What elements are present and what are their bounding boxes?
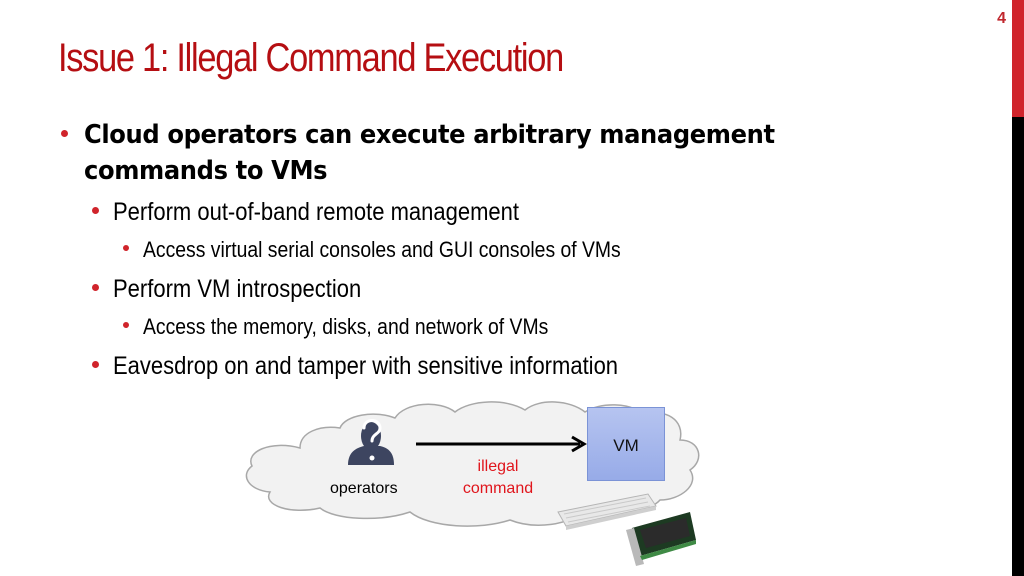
- vm-box: VM: [587, 407, 665, 481]
- bullet-text-line1: Cloud operators can execute arbitrary ma…: [84, 120, 775, 150]
- cloud-shape: [245, 401, 700, 527]
- person-question-icon: [348, 419, 394, 465]
- page-number: 4: [997, 10, 1006, 27]
- keyboard-icon: [557, 493, 657, 530]
- bullet-dot: [123, 245, 129, 251]
- bullet-level3: Access virtual serial consoles and GUI c…: [143, 237, 621, 262]
- side-accent-bar-red: [1012, 0, 1024, 117]
- graphics-card-icon: [626, 512, 696, 566]
- illegal-command-label: illegal command: [440, 456, 556, 500]
- side-accent-bar-black: [1012, 117, 1024, 576]
- bullet-dot: [61, 130, 68, 137]
- illegal-label-line2: command: [462, 480, 534, 497]
- bullet-level2: Perform out-of-band remote management: [113, 198, 519, 226]
- bullet-level2: Perform VM introspection: [113, 275, 362, 303]
- bullet-dot: [92, 361, 99, 368]
- operators-label: operators: [330, 480, 398, 497]
- bullet-dot: [92, 207, 99, 214]
- arrow-connector: [416, 435, 587, 453]
- bullet-text-line2: commands to VMs: [84, 156, 328, 186]
- bullet-level2: Eavesdrop on and tamper with sensitive i…: [113, 352, 619, 380]
- bullet-dot: [92, 284, 99, 291]
- illegal-label-line1: illegal: [477, 458, 519, 475]
- bullet-level3: Access the memory, disks, and network of…: [143, 314, 549, 339]
- slide-title: Issue 1: Illegal Command Execution: [58, 36, 564, 80]
- bullet-level1: Cloud operators can execute arbitrary ma…: [84, 117, 775, 189]
- bullet-dot: [123, 322, 129, 328]
